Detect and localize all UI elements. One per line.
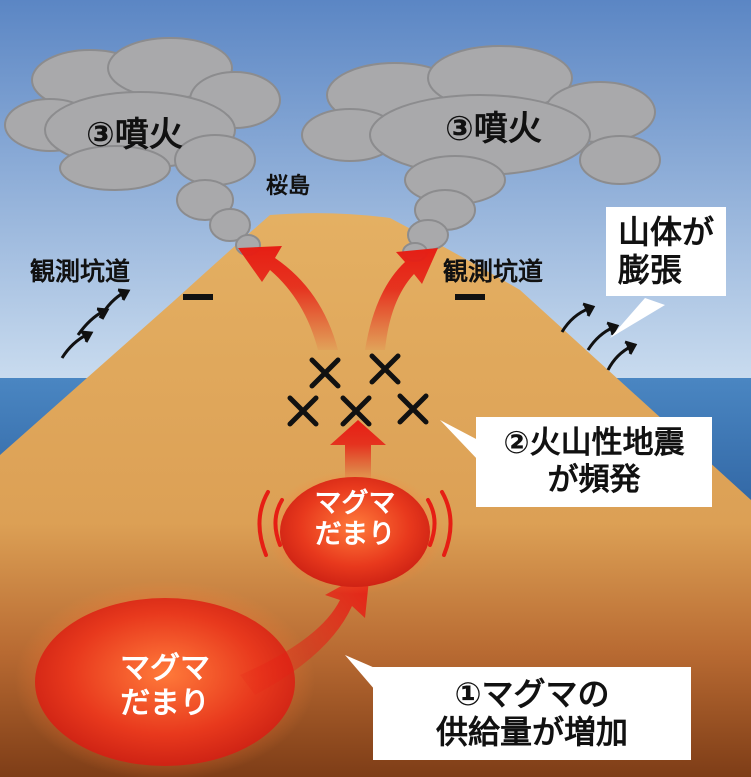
eruption-cloud-right xyxy=(301,45,661,262)
shallow-chamber-line1: マグマ xyxy=(314,488,396,519)
tunnel-label-right: 観測坑道 xyxy=(443,257,544,286)
callout-supply: ①マグマの 供給量が増加 xyxy=(373,667,691,760)
callout-inflation-line1: 山体が xyxy=(618,213,715,251)
shallow-magma-chamber xyxy=(280,477,430,587)
shallow-chamber-line2: だまり xyxy=(314,519,396,551)
eruption-arrow-left xyxy=(238,246,338,350)
deep-chamber-label: マグマ だまり xyxy=(75,651,255,721)
callout-supply-line1: ①マグマの xyxy=(454,675,610,713)
deep-chamber-line2: だまり xyxy=(120,685,210,721)
callout-earthquakes-line2: が頻発 xyxy=(547,462,641,499)
deep-magma-chamber xyxy=(35,598,295,766)
earthquake-marks xyxy=(287,353,429,427)
callout-inflation: 山体が 膨張 xyxy=(606,207,727,296)
tunnel-marker-right xyxy=(455,294,485,300)
callout-inflation-line2: 膨張 xyxy=(618,251,683,290)
eruption-cloud-left xyxy=(4,37,281,256)
callout-earthquakes: ②火山性地震 が頻発 xyxy=(476,417,712,508)
eruption-label-left: ③噴火 xyxy=(86,115,183,155)
shallow-chamber-label: マグマ だまり xyxy=(290,488,420,550)
callout-supply-line2: 供給量が増加 xyxy=(435,713,628,752)
chamber-expansion-marks xyxy=(257,490,453,557)
eruption-arrow-right xyxy=(365,248,438,350)
callout-pointer-earthquake xyxy=(440,420,478,460)
callout-pointer-supply xyxy=(345,655,375,690)
callout-pointer-inflation xyxy=(610,298,665,338)
inflation-arrows-left xyxy=(60,288,131,359)
callout-earthquakes-line1: ②火山性地震 xyxy=(503,425,685,461)
inflation-arrows-right xyxy=(560,302,638,371)
deep-chamber-line1: マグマ xyxy=(120,651,210,686)
tunnel-label-left: 観測坑道 xyxy=(30,257,131,286)
tunnel-marker-left xyxy=(183,294,213,300)
magma-rise-arrow xyxy=(330,420,386,480)
magma-supply-arrow xyxy=(240,570,370,695)
eruption-label-right: ③噴火 xyxy=(445,109,542,149)
sakurajima-label: 桜島 xyxy=(266,174,311,199)
